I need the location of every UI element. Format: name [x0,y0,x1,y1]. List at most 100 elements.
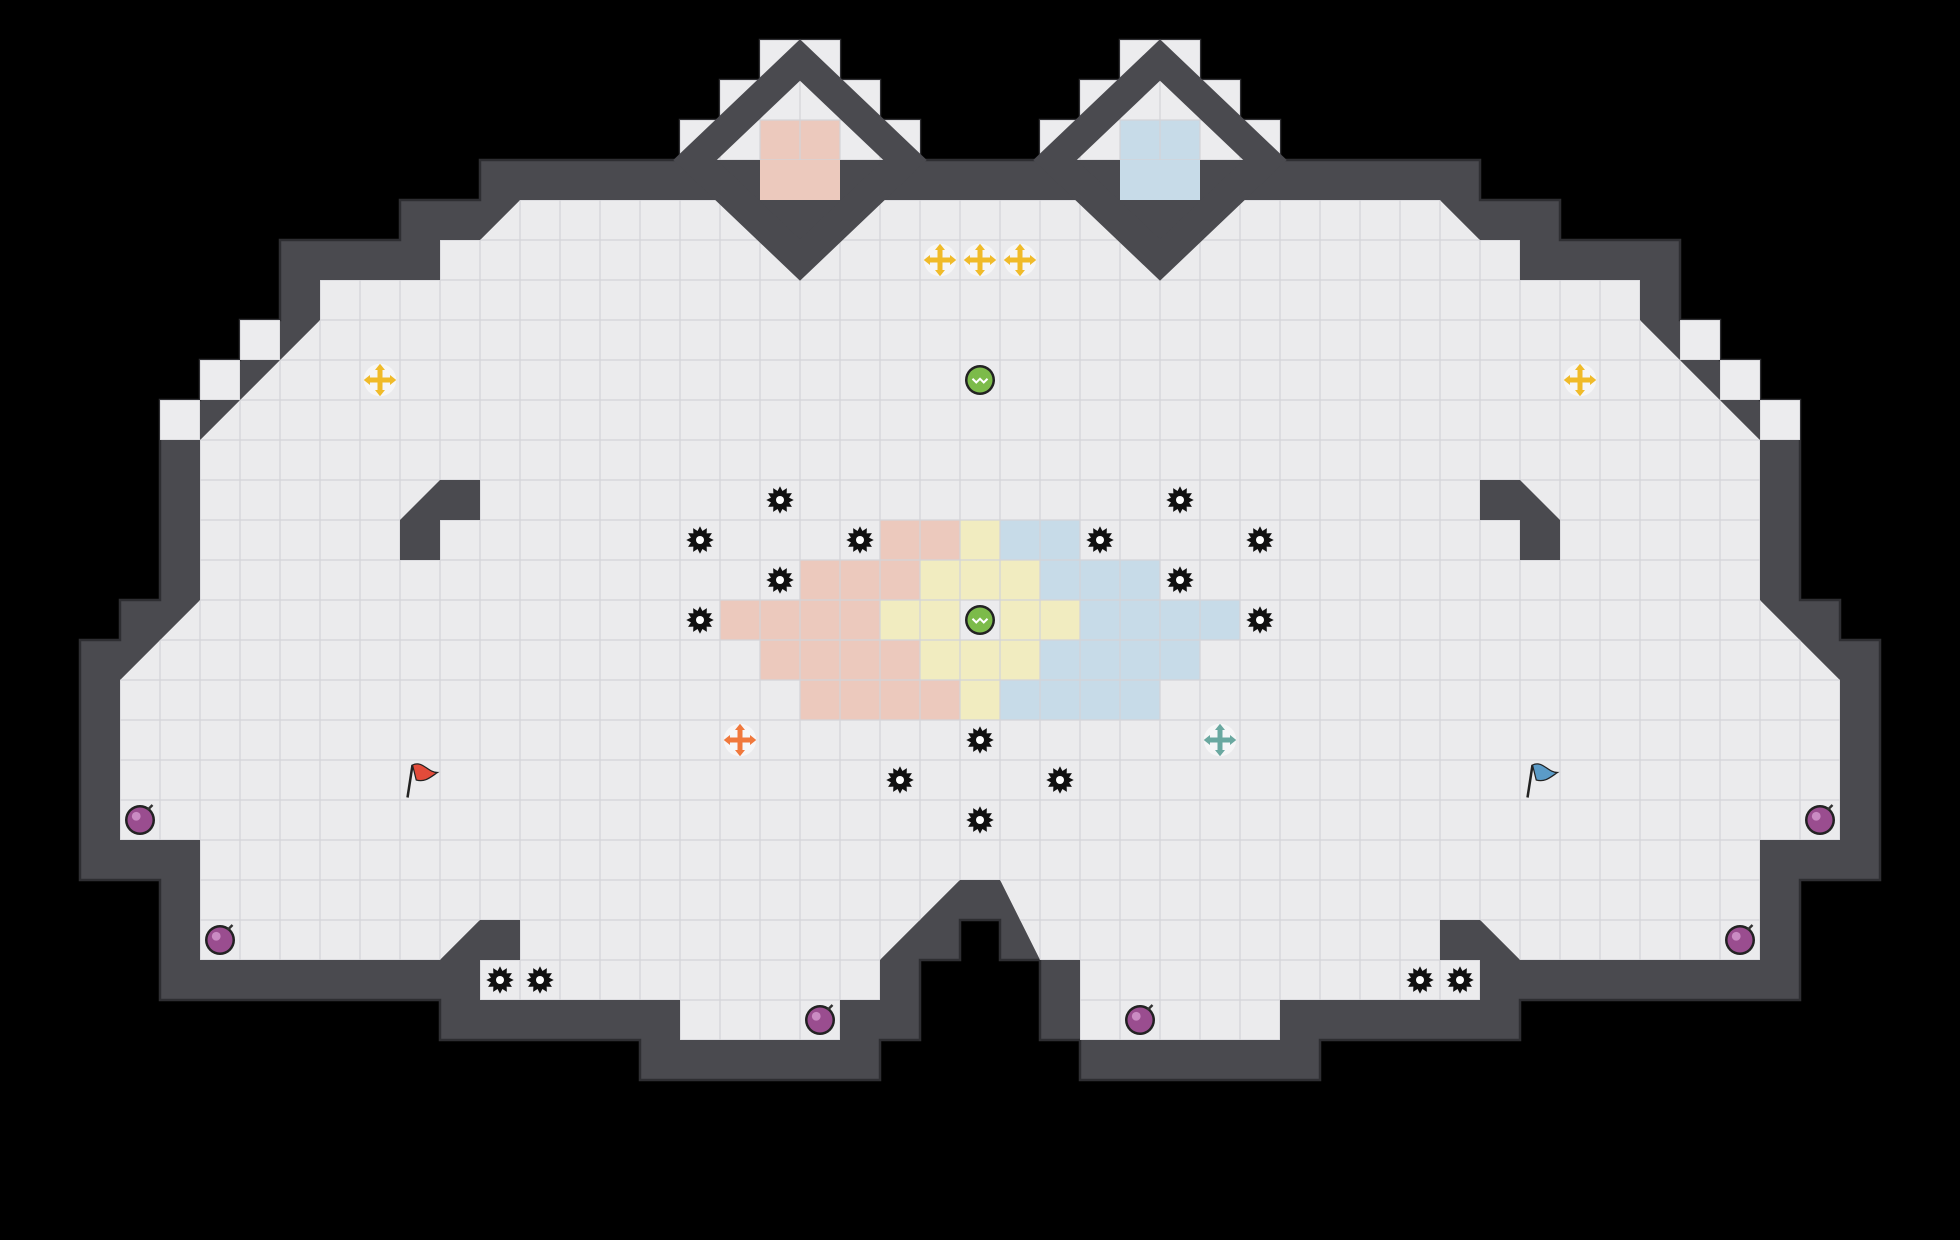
spike-icon [846,526,874,554]
blue-zone-tile [1080,640,1120,680]
spike-icon [1166,486,1194,514]
yellow-zone-tile [960,560,1000,600]
red-zone-tile [760,600,800,640]
red-zone-tile [800,560,840,600]
blue-zone-tile [1040,560,1080,600]
red-zone-tile [840,640,880,680]
red-zone-tile [880,640,920,680]
spike-icon [766,486,794,514]
blue-zone-tile [1160,160,1200,200]
red-zone-tile [760,160,800,200]
blue-zone-tile [1160,640,1200,680]
red-zone-tile [840,560,880,600]
red-zone-tile [800,680,840,720]
blue-zone-tile [1120,160,1160,200]
spike-icon [686,526,714,554]
blue-zone-tile [1120,120,1160,160]
red-zone-tile [880,560,920,600]
ledge-tile [1760,400,1800,440]
spike-icon [886,766,914,794]
spike-icon [1166,566,1194,594]
blue-zone-tile [1000,680,1040,720]
boost-icon [1563,363,1597,397]
red-zone-tile [720,600,760,640]
ledge-tile [1680,320,1720,360]
red-zone-tile [920,520,960,560]
gate-icon [965,365,995,395]
bomb-icon [1725,924,1755,955]
red-zone-tile [920,680,960,720]
spike-icon [686,606,714,634]
blue-zone-tile [1120,680,1160,720]
blue-zone-tile [1160,600,1200,640]
yellow-zone-tile [880,600,920,640]
gate-icon [965,605,995,635]
red-zone-tile [880,680,920,720]
spike-icon [1246,526,1274,554]
wall-block [400,480,480,560]
yellow-zone-tile [920,600,960,640]
boost-icon [363,363,397,397]
spike-icon [966,726,994,754]
ledge-tile [200,360,240,400]
ledge-tile [240,320,280,360]
spike-icon [1446,966,1474,994]
spike-icon [1406,966,1434,994]
diamond-wall [673,39,927,281]
bomb-icon [125,804,155,835]
blue-zone-tile [1120,640,1160,680]
yellow-zone-tile [960,680,1000,720]
yellow-zone-tile [960,520,1000,560]
bomb-icon [205,924,235,955]
ledge-tile [160,400,200,440]
blue-zone-tile [1160,120,1200,160]
red-zone-tile [880,520,920,560]
spike-icon [766,566,794,594]
spike-icon [486,966,514,994]
spike-icon [526,966,554,994]
blue-zone-tile [1040,520,1080,560]
spike-icon [1086,526,1114,554]
red-zone-tile [800,600,840,640]
blue-zone-tile [1000,520,1040,560]
red-zone-tile [840,680,880,720]
red-zone-tile [760,120,800,160]
yellow-zone-tile [1000,560,1040,600]
red-zone-tile [760,640,800,680]
boost-icon [963,243,997,277]
yellow-zone-tile [1000,600,1040,640]
spike-icon [1046,766,1074,794]
bomb-icon [1805,804,1835,835]
boost-icon [923,243,957,277]
blue-zone-tile [1080,560,1120,600]
yellow-zone-tile [960,640,1000,680]
diamond-wall [1033,39,1287,281]
blue-zone-tile [1080,680,1120,720]
bomb-icon [1125,1004,1155,1035]
red-zone-tile [800,120,840,160]
blue-zone-tile [1120,600,1160,640]
yellow-zone-tile [920,640,960,680]
red-zone-tile [840,600,880,640]
yellow-zone-tile [1040,600,1080,640]
spike-icon [966,806,994,834]
blue-team-boost-icon [1203,723,1237,757]
red-flag-icon [406,763,440,798]
red-zone-tile [800,640,840,680]
yellow-zone-tile [1000,640,1040,680]
blue-zone-tile [1120,560,1160,600]
blue-flag-icon [1526,763,1560,798]
ledge-tile [1720,360,1760,400]
red-team-boost-icon [723,723,757,757]
red-zone-tile [800,160,840,200]
bomb-icon [805,1004,835,1035]
blue-zone-tile [1040,640,1080,680]
wall-block [1480,480,1560,560]
blue-zone-tile [1040,680,1080,720]
blue-zone-tile [1080,600,1120,640]
yellow-zone-tile [920,560,960,600]
boost-icon [1003,243,1037,277]
spike-icon [1246,606,1274,634]
